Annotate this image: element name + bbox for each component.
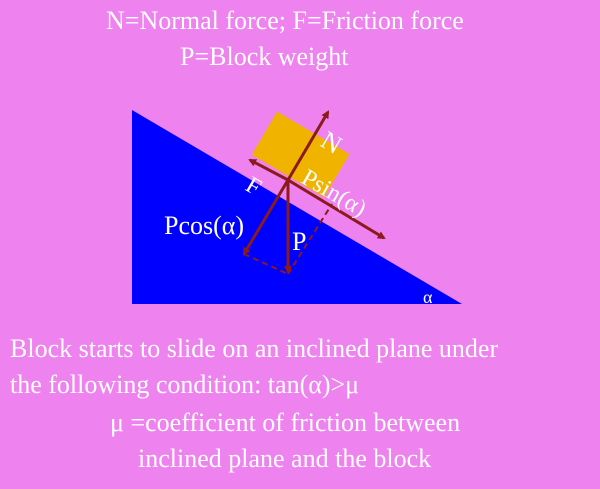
legend-line-2: P=Block weight (180, 42, 349, 71)
label-P: P (292, 227, 306, 256)
legend-line-1: N=Normal force; F=Friction force (106, 6, 464, 35)
pcos-component-arrow (242, 179, 290, 256)
psin-component-arrow (287, 178, 386, 240)
projection-line-1 (243, 253, 289, 275)
inclined-plane (132, 110, 462, 304)
caption-line-4: inclined plane and the block (138, 444, 432, 473)
caption-line-1: Block starts to slide on an inclined pla… (10, 334, 499, 363)
caption-line-2: the following condition: tan(α)>μ (10, 370, 360, 399)
label-alpha: α (423, 287, 433, 307)
label-Pcos: Pcos(α) (164, 211, 244, 240)
caption-line-3-text: =coefficient of friction between (123, 408, 461, 437)
block (251, 111, 350, 198)
normal-force-arrow (286, 110, 330, 181)
projection-line-2 (287, 203, 333, 275)
caption-line-3: μ =coefficient of friction between (110, 408, 460, 438)
mu-symbol: μ (110, 408, 124, 437)
friction-force-arrow (248, 158, 289, 182)
